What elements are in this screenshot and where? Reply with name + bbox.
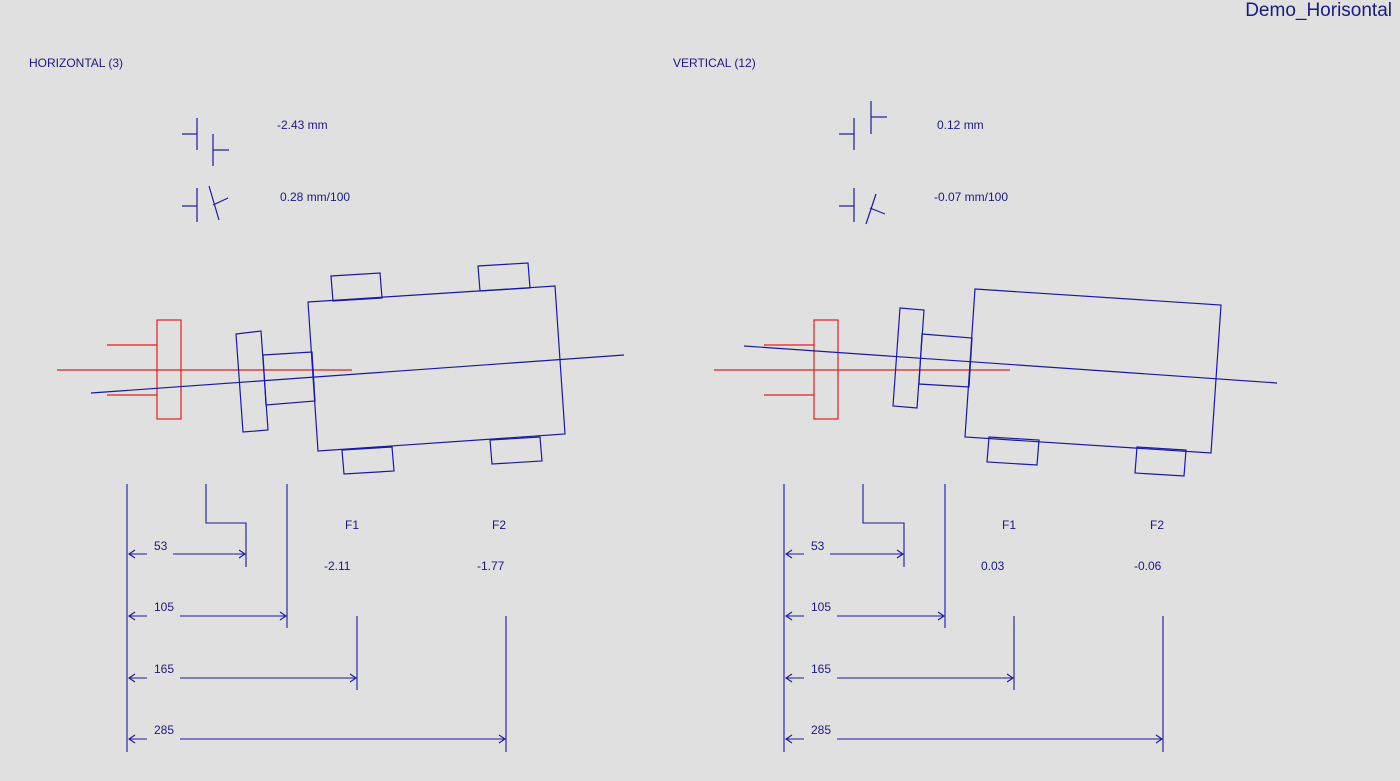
foot-f1-label: F1 bbox=[345, 518, 360, 532]
vertical-foot-f1-label: F1 bbox=[1002, 518, 1017, 532]
vertical-angle-value: -0.07 mm/100 bbox=[934, 190, 1009, 204]
vertical-offset-value: 0.12 mm bbox=[937, 118, 984, 132]
stationary-machine bbox=[57, 319, 352, 420]
vertical-foot-f2-label: F2 bbox=[1150, 518, 1165, 532]
document-title: Demo_Horisontal bbox=[1245, 0, 1392, 21]
angle-value: 0.28 mm/100 bbox=[280, 190, 351, 204]
angle-icon bbox=[182, 185, 229, 222]
vertical-dimension-label: 165 bbox=[811, 662, 832, 676]
dimension-lines bbox=[783, 484, 1164, 752]
vertical-panel bbox=[700, 0, 1400, 781]
foot-f2-value: -1.77 bbox=[477, 559, 505, 573]
dimension-label: 105 bbox=[154, 600, 175, 614]
vertical-heading: VERTICAL (12) bbox=[673, 56, 756, 70]
stationary-machine bbox=[714, 319, 1010, 420]
offset-value: -2.43 mm bbox=[277, 118, 328, 132]
dimension-lines bbox=[126, 484, 507, 752]
foot-f1-value: -2.11 bbox=[324, 559, 351, 573]
movable-machine bbox=[90, 262, 625, 475]
horizontal-panel: HORIZONTAL (3) -2.43 mm 0.28 mm/100 F1 F… bbox=[29, 56, 625, 752]
dimension-label: 165 bbox=[154, 662, 175, 676]
offset-icon bbox=[182, 118, 229, 166]
movable-machine bbox=[743, 288, 1278, 477]
dimension-label: 53 bbox=[154, 539, 168, 553]
vertical-dimension-label: 53 bbox=[811, 539, 825, 553]
offset-icon bbox=[839, 101, 887, 150]
vertical-diagram bbox=[714, 101, 1278, 752]
vertical-dimension-label: 285 bbox=[811, 723, 832, 737]
vertical-foot-f1-value: 0.03 bbox=[981, 559, 1005, 573]
foot-f2-label: F2 bbox=[492, 518, 507, 532]
vertical-foot-f2-value: -0.06 bbox=[1134, 559, 1162, 573]
horizontal-diagram bbox=[57, 118, 625, 752]
dimension-label: 285 bbox=[154, 723, 175, 737]
panel-heading: HORIZONTAL (3) bbox=[29, 56, 124, 70]
vertical-dimension-label: 105 bbox=[811, 600, 832, 614]
angle-icon bbox=[839, 188, 886, 225]
